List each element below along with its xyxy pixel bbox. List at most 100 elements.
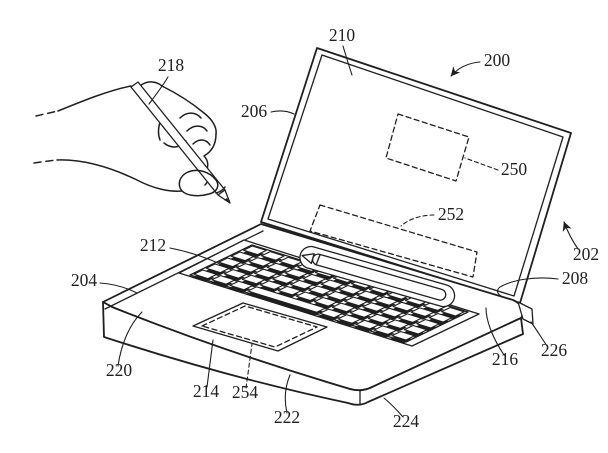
keyboard-key [308, 285, 332, 296]
leader-lines [99, 45, 579, 418]
leader-208 [497, 277, 559, 299]
keyboard-key [272, 274, 296, 284]
keyboard-key [218, 257, 242, 268]
keyboard-key [223, 269, 248, 279]
ref-label-214: 214 [193, 381, 220, 401]
keyboard-key [247, 286, 326, 313]
keyboard-key [374, 296, 399, 306]
leader-206 [270, 110, 295, 115]
keyboard-key [331, 302, 356, 313]
keyboard-key [356, 290, 381, 301]
keyboard-key [440, 306, 465, 317]
thumb [178, 169, 219, 197]
stylus-groove [299, 245, 456, 308]
keyboard-key [260, 251, 285, 261]
ref-label-224: 224 [393, 411, 420, 431]
keyboard-key [338, 284, 363, 295]
hand-top-outline [57, 85, 132, 112]
keyboard-key [230, 251, 255, 262]
keyboard-key [344, 296, 368, 307]
keyboard-key [428, 312, 453, 323]
keyboard-key [193, 269, 218, 280]
keyboard-key [349, 308, 374, 318]
ref-label-252: 252 [438, 204, 464, 224]
curled-finger-2 [186, 125, 208, 132]
leader-224 [383, 397, 404, 418]
display-sensor-region-250 [385, 113, 470, 182]
keyboard-key [241, 274, 266, 285]
keyboard-key [295, 291, 320, 302]
keyboard-key [290, 279, 314, 290]
leader-222 [284, 374, 291, 414]
display-bezel [267, 54, 564, 297]
ref-label-218: 218 [158, 55, 185, 75]
ref-label-210: 210 [329, 25, 356, 45]
leader-216 [485, 307, 505, 356]
base-side-faces [102, 301, 524, 406]
keyboard-key [211, 275, 236, 285]
wrist-dash-top [35, 110, 59, 117]
trackpad [192, 302, 328, 352]
keyboard-key [259, 280, 284, 290]
ref-label-250: 250 [501, 159, 528, 179]
leader-250 [464, 157, 499, 171]
stylus-nib-seam [315, 253, 321, 266]
keyboard-key [385, 319, 410, 329]
leader-220 [117, 311, 143, 367]
keyboard-key [380, 307, 404, 318]
leader-202 [562, 221, 579, 250]
keyboard-key [284, 268, 309, 278]
keyboard-key [392, 301, 417, 312]
keyboard-key [242, 245, 267, 256]
display-sensor-region-252 [309, 204, 478, 278]
keyboard-key [391, 330, 416, 341]
keyboard-keys [191, 245, 465, 344]
keyboard-key [403, 324, 428, 335]
hand-bottom-outline [56, 159, 183, 192]
ref-label-220: 220 [106, 360, 133, 380]
leader-204 [99, 282, 138, 294]
knuckle-crease [157, 121, 161, 141]
ref-label-206: 206 [241, 101, 268, 121]
keyboard-key [266, 262, 291, 273]
wrist-dash-bottom [33, 159, 57, 164]
keyboard-key [355, 319, 380, 330]
ref-label-204: 204 [71, 270, 98, 290]
trackpad-sensor-region [201, 305, 318, 348]
ref-label-208: 208 [562, 268, 589, 288]
handheld-stylus-tip [224, 198, 230, 203]
leader-212 [169, 247, 221, 265]
keyboard-key [326, 290, 350, 301]
leader-210 [342, 45, 353, 76]
keyboard-key [319, 308, 344, 319]
stylus-nib [301, 253, 315, 265]
leader-252 [400, 214, 435, 227]
keyboard-key [337, 314, 362, 324]
keyboard-key [278, 256, 303, 267]
ref-label-202: 202 [573, 244, 599, 264]
keyboard-key [302, 273, 327, 284]
ref-label-216: 216 [492, 349, 519, 369]
keyboard-key [416, 318, 440, 329]
thumb-web [215, 186, 226, 194]
keyboard-key [362, 302, 386, 312]
leader-214 [206, 339, 214, 388]
keyboard-key [236, 263, 260, 273]
laptop-lid [260, 47, 572, 304]
curled-finger-3 [192, 139, 211, 146]
leader-226 [530, 321, 548, 347]
curled-finger-1 [179, 112, 202, 119]
keyboard-key [398, 313, 422, 323]
handheld-stylus-body [130, 81, 226, 196]
keyboard-key [313, 296, 338, 307]
leader-200 [450, 61, 481, 77]
ref-label-226: 226 [541, 340, 568, 360]
reference-numerals: 200 202 204 206 208 210 212 214 216 218 … [71, 25, 599, 431]
keyboard [178, 239, 480, 347]
ref-label-212: 212 [140, 235, 166, 255]
keyboard-key [367, 313, 392, 324]
ref-label-200: 200 [484, 50, 511, 70]
ref-label-222: 222 [274, 407, 300, 427]
keyboard-key [205, 263, 230, 274]
